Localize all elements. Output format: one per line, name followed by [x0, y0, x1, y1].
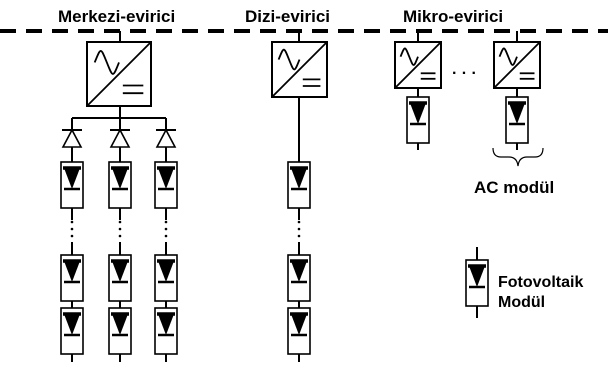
pv-module-icon [60, 254, 84, 302]
micro-inverter-icon [493, 41, 541, 89]
continuation-dots [118, 234, 122, 238]
micro-inverter-icon [394, 41, 442, 89]
central-inverter-label: Merkezi-evirici [58, 7, 175, 26]
continuation-dots [164, 234, 168, 238]
pv-module-icon [505, 96, 529, 144]
pv-module-icon [406, 96, 430, 144]
blocking-diode-icon [155, 128, 177, 148]
micro-inverter-label: Mikro-evirici [403, 7, 503, 26]
central-inverter-icon [86, 41, 152, 107]
continuation-dots [297, 227, 301, 231]
pv-module-icon [60, 161, 84, 209]
pv-module-icon [287, 161, 311, 209]
wiring [0, 29, 608, 362]
pv-module-icon [154, 254, 178, 302]
pv-module-icon [287, 254, 311, 302]
continuation-dots [118, 220, 122, 224]
continuation-dots [164, 220, 168, 224]
continuation-dots [164, 227, 168, 231]
string-inverter-icon [271, 41, 328, 98]
pv-module-icon [108, 254, 132, 302]
ellipsis: · · · [452, 65, 477, 82]
continuation-dots [297, 220, 301, 224]
continuation-dots [70, 220, 74, 224]
continuation-dots [70, 227, 74, 231]
blocking-diode-icon [61, 128, 83, 148]
pv-module-icon [287, 307, 311, 355]
ac-module-brace [492, 147, 544, 167]
blocking-diode-icon [109, 128, 131, 148]
pv-module-icon [108, 161, 132, 209]
string-inverter-label: Dizi-evirici [245, 7, 330, 26]
pv-module-icon [154, 161, 178, 209]
continuation-dots [70, 234, 74, 238]
legend-pv-module-icon [465, 259, 489, 307]
ac-module-label: AC modül [474, 178, 554, 197]
pv-module-icon [60, 307, 84, 355]
pv-module-legend-label-line2: Modül [498, 294, 545, 311]
pv-module-icon [154, 307, 178, 355]
components [60, 41, 544, 355]
pv-module-icon [108, 307, 132, 355]
pv-module-legend-label-line1: Fotovoltaik [498, 274, 583, 291]
continuation-dots [118, 227, 122, 231]
continuation-dots [297, 234, 301, 238]
